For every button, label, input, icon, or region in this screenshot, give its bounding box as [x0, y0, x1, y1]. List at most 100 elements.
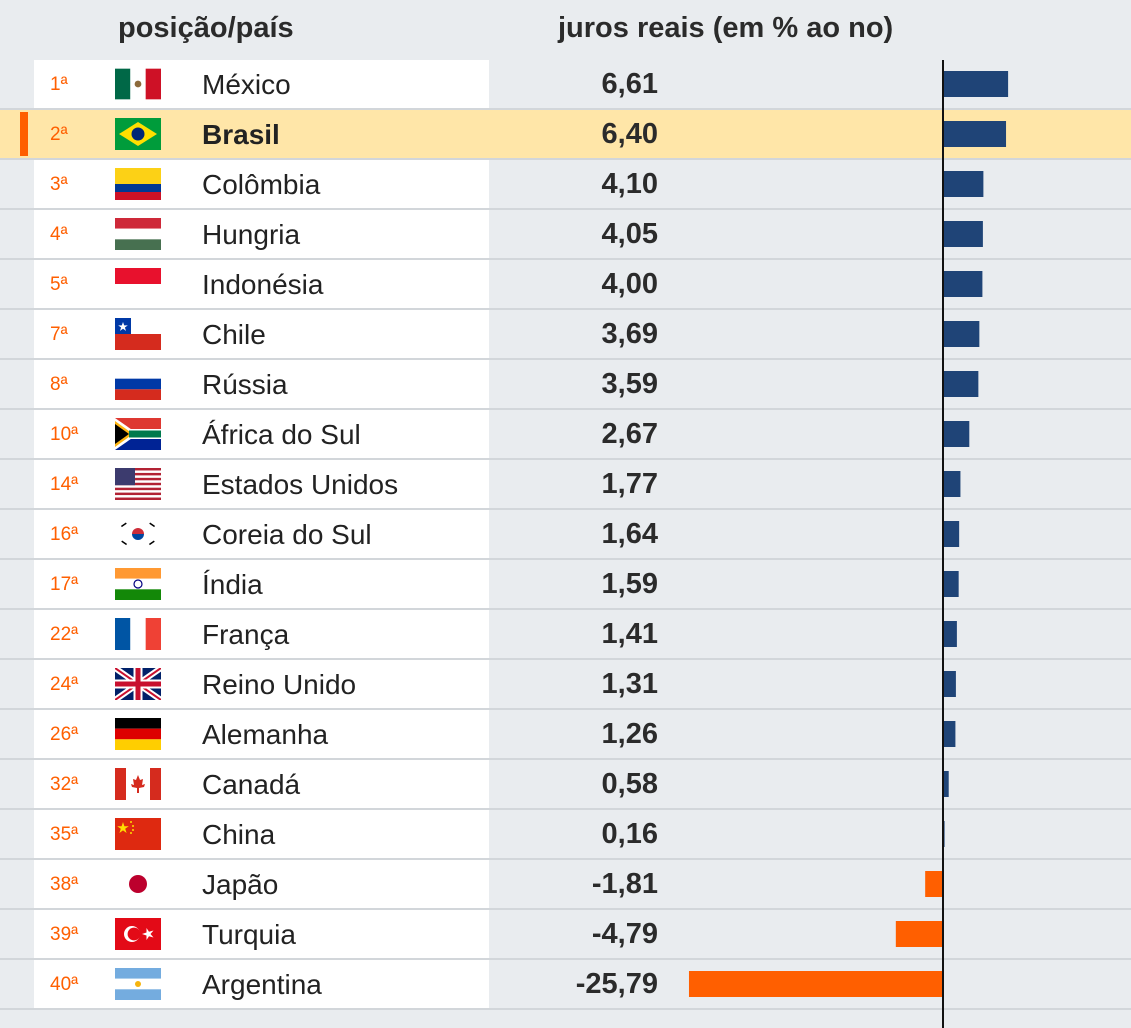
rate-value: 4,10 — [601, 168, 658, 200]
rate-value: 1,41 — [601, 618, 658, 650]
turkey-flag-icon — [115, 918, 161, 950]
canada-flag-icon — [115, 768, 161, 800]
row-label-background — [34, 210, 489, 258]
bar — [943, 121, 1007, 147]
row-label-background — [34, 710, 489, 758]
rank-label: 32ª — [50, 774, 79, 795]
country-name: Brasil — [202, 119, 280, 150]
country-name: Coreia do Sul — [202, 519, 372, 550]
bar — [943, 671, 956, 697]
rank-label: 26ª — [50, 724, 79, 745]
rank-label: 3ª — [50, 174, 68, 195]
table-row: 4ª Hungria 4,05 — [0, 210, 1131, 260]
rank-label: 4ª — [50, 224, 68, 245]
country-name: Argentina — [202, 969, 322, 1000]
row-label-background — [34, 510, 489, 558]
rank-label: 1ª — [50, 74, 68, 95]
table-row: 35ª China 0,16 — [0, 810, 1131, 860]
rank-label: 2ª — [50, 124, 68, 145]
rate-value: 1,64 — [601, 518, 658, 550]
rate-value: 1,59 — [601, 568, 658, 600]
russia-flag-icon — [115, 368, 161, 400]
rate-value: 4,00 — [601, 268, 658, 300]
rate-value: 3,69 — [601, 318, 658, 350]
country-name: Canadá — [202, 769, 301, 800]
country-name: Índia — [202, 569, 263, 600]
table-row: 14ª Estados Unidos 1,77 — [0, 460, 1131, 510]
table-row: 17ª Índia 1,59 — [0, 560, 1131, 610]
indonesia-flag-icon — [115, 268, 161, 300]
uk-flag-icon — [115, 668, 161, 700]
row-label-background — [34, 660, 489, 708]
rate-value: 6,61 — [601, 68, 658, 100]
country-name: China — [202, 819, 276, 850]
table-row: 38ª Japão -1,81 — [0, 860, 1131, 910]
row-label-background — [34, 260, 489, 308]
chile-flag-icon — [115, 318, 161, 350]
rank-label: 22ª — [50, 624, 79, 645]
row-label-background — [34, 310, 489, 358]
rate-value: 0,16 — [601, 818, 658, 850]
row-label-background — [34, 760, 489, 808]
country-name: Japão — [202, 869, 279, 900]
row-label-background — [34, 110, 489, 158]
table-header: posição/país juros reais (em % ao no) — [0, 0, 1131, 60]
table-row: 22ª França 1,41 — [0, 610, 1131, 660]
rate-value: 6,40 — [601, 118, 658, 150]
france-flag-icon — [115, 618, 161, 650]
bar — [943, 71, 1009, 97]
rank-label: 35ª — [50, 824, 79, 845]
mexico-flag-icon — [115, 68, 161, 100]
bar — [943, 771, 949, 797]
table-row: 39ª Turquia -4,79 — [0, 910, 1131, 960]
country-name: Chile — [202, 319, 266, 350]
row-label-background — [34, 860, 489, 908]
table-row: 24ª Reino Unido 1,31 — [0, 660, 1131, 710]
row-label-background — [34, 560, 489, 608]
country-name: Rússia — [202, 369, 288, 400]
rate-value: -1,81 — [591, 868, 658, 900]
row-label-background — [34, 910, 489, 958]
table-row: 26ª Alemanha 1,26 — [0, 710, 1131, 760]
rank-label: 17ª — [50, 574, 79, 595]
bar — [943, 521, 960, 547]
rate-value: 0,58 — [601, 768, 658, 800]
germany-flag-icon — [115, 718, 161, 750]
rate-value: 1,26 — [601, 718, 658, 750]
row-label-background — [34, 410, 489, 458]
highlight-marker — [20, 112, 28, 156]
bar — [943, 321, 980, 347]
row-label-background — [34, 160, 489, 208]
brazil-flag-icon — [115, 118, 161, 150]
bar — [943, 571, 959, 597]
row-label-background — [34, 960, 489, 1008]
row-label-background — [34, 360, 489, 408]
rate-value: 2,67 — [601, 418, 658, 450]
rate-value: 1,31 — [601, 668, 658, 700]
argentina-flag-icon — [115, 968, 161, 1000]
rank-label: 38ª — [50, 874, 79, 895]
country-name: Estados Unidos — [202, 469, 399, 500]
rank-label: 39ª — [50, 924, 79, 945]
rate-value: -4,79 — [591, 918, 658, 950]
table-row: 5ª Indonésia 4,00 — [0, 260, 1131, 310]
bar — [943, 721, 956, 747]
table-row: 7ª Chile 3,69 — [0, 310, 1131, 360]
country-column-header: posição/país — [118, 12, 294, 44]
china-flag-icon — [115, 818, 161, 850]
rank-label: 10ª — [50, 424, 79, 445]
rank-label: 40ª — [50, 974, 79, 995]
bar — [943, 371, 979, 397]
country-name: Indonésia — [202, 269, 324, 300]
country-name: Colômbia — [202, 169, 321, 200]
colombia-flag-icon — [115, 168, 161, 200]
country-name: México — [202, 69, 291, 100]
india-flag-icon — [115, 568, 161, 600]
country-name: Turquia — [202, 919, 296, 950]
table-row: 10ª África do Sul 2,67 — [0, 410, 1131, 460]
rate-value: 4,05 — [601, 218, 658, 250]
rate-value: 1,77 — [601, 468, 658, 500]
row-label-background — [34, 610, 489, 658]
rank-label: 16ª — [50, 524, 79, 545]
